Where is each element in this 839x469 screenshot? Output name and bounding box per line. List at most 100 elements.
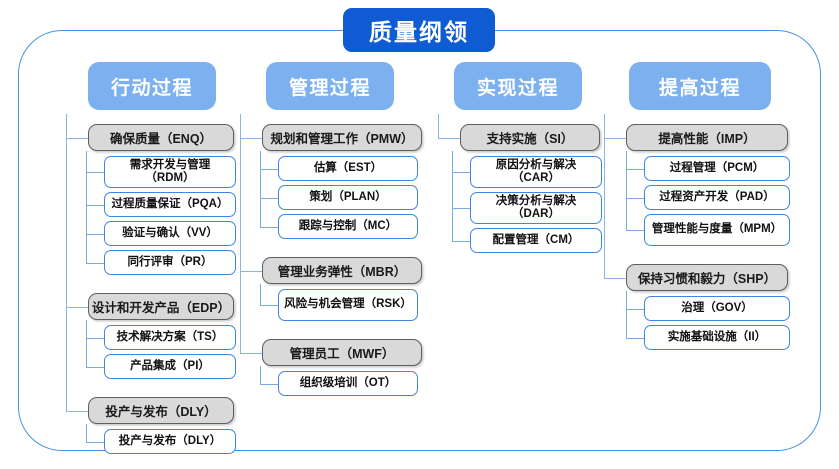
item-connector-4-1-1	[626, 168, 644, 170]
column-header-2[interactable]: 管理过程	[266, 62, 394, 110]
node-label: 原因分析与解决（CAR）	[495, 158, 577, 184]
node-label: 管理性能与度量（MPM）	[651, 223, 783, 236]
item-connector-1-1-4	[86, 262, 104, 264]
item-spine-1-2	[86, 320, 88, 367]
item-spine-1-1	[86, 151, 88, 263]
node-label: 配置管理（CM）	[492, 233, 580, 246]
node-label: 管理业务弹性（MBR）	[277, 265, 407, 279]
item-spine-2-2	[260, 284, 262, 305]
column-4: 提高过程	[600, 62, 800, 110]
item-box-4-2-1[interactable]: 治理（GOV）	[644, 296, 790, 321]
group-box-1-2[interactable]: 设计和开发产品（EDP）	[88, 293, 234, 320]
group-connector-2-3	[240, 352, 262, 354]
column-spine-1	[66, 114, 68, 411]
item-box-1-1-4[interactable]: 同行评审（PR）	[104, 250, 236, 275]
item-box-1-1-2[interactable]: 过程质量保证（PQA）	[104, 192, 236, 217]
node-label: 实施基础设施（II）	[667, 330, 767, 343]
item-connector-3-1-2	[452, 208, 470, 210]
item-connector-4-1-3	[626, 230, 644, 232]
group-box-1-1[interactable]: 确保质量（ENQ）	[88, 124, 234, 151]
column-spine-3	[438, 114, 440, 138]
item-spine-2-1	[260, 151, 262, 227]
group-box-2-1[interactable]: 规划和管理工作（PMW）	[262, 124, 422, 151]
item-box-2-1-1[interactable]: 估算（EST）	[278, 156, 418, 181]
group-connector-4-2	[604, 277, 626, 279]
node-label: 估算（EST）	[313, 161, 383, 174]
column-2: 管理过程	[240, 62, 420, 110]
item-connector-4-2-2	[626, 337, 644, 339]
item-box-2-3-1[interactable]: 组织级培训（OT）	[278, 371, 418, 396]
item-box-4-1-2[interactable]: 过程资产开发（PAD）	[644, 185, 790, 210]
column-header-label: 管理过程	[288, 77, 371, 99]
item-connector-2-2-1	[260, 305, 278, 307]
column-header-3[interactable]: 实现过程	[454, 62, 582, 110]
item-connector-2-3-1	[260, 383, 278, 385]
group-connector-4-1	[604, 137, 626, 139]
group-connector-3-1	[438, 137, 460, 139]
item-box-1-3-1[interactable]: 投产与发布（DLY）	[104, 429, 236, 454]
group-box-3-1[interactable]: 支持实施（SI）	[460, 124, 600, 151]
column-header-1[interactable]: 行动过程	[88, 62, 216, 110]
node-label: 过程质量保证（PQA）	[111, 197, 229, 210]
node-label: 保持习惯和毅力（SHP）	[637, 272, 777, 286]
item-connector-3-1-1	[452, 172, 470, 174]
node-label: 跟踪与控制（MC）	[298, 219, 398, 232]
item-box-3-1-2[interactable]: 决策分析与解决（DAR）	[470, 192, 602, 224]
node-label: 支持实施（SI）	[486, 132, 574, 146]
group-connector-2-1	[240, 137, 262, 139]
node-label: 组织级培训（OT）	[299, 376, 397, 389]
item-box-1-2-1[interactable]: 技术解决方案（TS）	[104, 325, 236, 350]
item-box-2-2-1[interactable]: 风险与机会管理（RSK）	[278, 289, 418, 321]
node-label: 投产与发布（DLY）	[118, 434, 222, 447]
column-header-label: 实现过程	[476, 77, 559, 99]
node-label: 过程管理（PCM）	[669, 161, 765, 174]
node-label: 提高性能（IMP）	[658, 132, 756, 146]
node-label: 产品集成（PI）	[130, 359, 210, 372]
item-connector-1-1-1	[86, 172, 104, 174]
column-header-label: 提高过程	[658, 77, 741, 99]
node-label: 过程资产开发（PAD）	[659, 190, 775, 203]
item-box-4-2-2[interactable]: 实施基础设施（II）	[644, 325, 790, 350]
item-connector-1-2-2	[86, 366, 104, 368]
item-spine-4-2	[626, 291, 628, 338]
group-connector-2-2	[240, 270, 262, 272]
group-box-2-3[interactable]: 管理员工（MWF）	[262, 339, 422, 366]
node-label: 决策分析与解决（DAR）	[495, 194, 577, 220]
item-box-1-1-1[interactable]: 需求开发与管理（RDM）	[104, 156, 236, 188]
item-connector-1-1-2	[86, 204, 104, 206]
group-connector-1-3	[66, 410, 88, 412]
item-spine-1-3	[86, 424, 88, 442]
column-1: 行动过程	[62, 62, 242, 110]
item-connector-2-1-1	[260, 168, 278, 170]
column-spine-4	[604, 114, 606, 278]
node-label: 治理（GOV）	[681, 301, 753, 314]
item-spine-2-3	[260, 366, 262, 384]
group-box-1-3[interactable]: 投产与发布（DLY）	[88, 397, 234, 424]
column-spine-2	[240, 114, 242, 353]
item-spine-3-1	[452, 151, 454, 241]
node-label: 管理员工（MWF）	[289, 347, 395, 361]
node-label: 风险与机会管理（RSK）	[284, 298, 412, 311]
item-connector-2-1-2	[260, 197, 278, 199]
item-box-3-1-1[interactable]: 原因分析与解决（CAR）	[470, 156, 602, 188]
node-label: 设计和开发产品（EDP）	[91, 301, 231, 315]
item-spine-4-1	[626, 151, 628, 230]
node-label: 投产与发布（DLY）	[105, 405, 217, 419]
node-label: 需求开发与管理（RDM）	[129, 158, 211, 184]
item-box-1-1-3[interactable]: 验证与确认（VV）	[104, 221, 236, 246]
node-label: 规划和管理工作（PMW）	[270, 132, 414, 146]
item-box-2-1-3[interactable]: 跟踪与控制（MC）	[278, 214, 418, 239]
column-header-4[interactable]: 提高过程	[629, 62, 771, 110]
item-box-4-1-3[interactable]: 管理性能与度量（MPM）	[644, 214, 790, 246]
item-box-4-1-1[interactable]: 过程管理（PCM）	[644, 156, 790, 181]
node-label: 技术解决方案（TS）	[116, 330, 224, 343]
group-box-2-2[interactable]: 管理业务弹性（MBR）	[262, 257, 422, 284]
group-box-4-1[interactable]: 提高性能（IMP）	[626, 124, 788, 151]
item-connector-1-2-1	[86, 337, 104, 339]
item-connector-1-1-3	[86, 233, 104, 235]
item-box-1-2-2[interactable]: 产品集成（PI）	[104, 354, 236, 379]
item-box-2-1-2[interactable]: 策划（PLAN）	[278, 185, 418, 210]
group-box-4-2[interactable]: 保持习惯和毅力（SHP）	[626, 264, 788, 291]
item-box-3-1-3[interactable]: 配置管理（CM）	[470, 228, 602, 253]
item-connector-2-1-3	[260, 226, 278, 228]
